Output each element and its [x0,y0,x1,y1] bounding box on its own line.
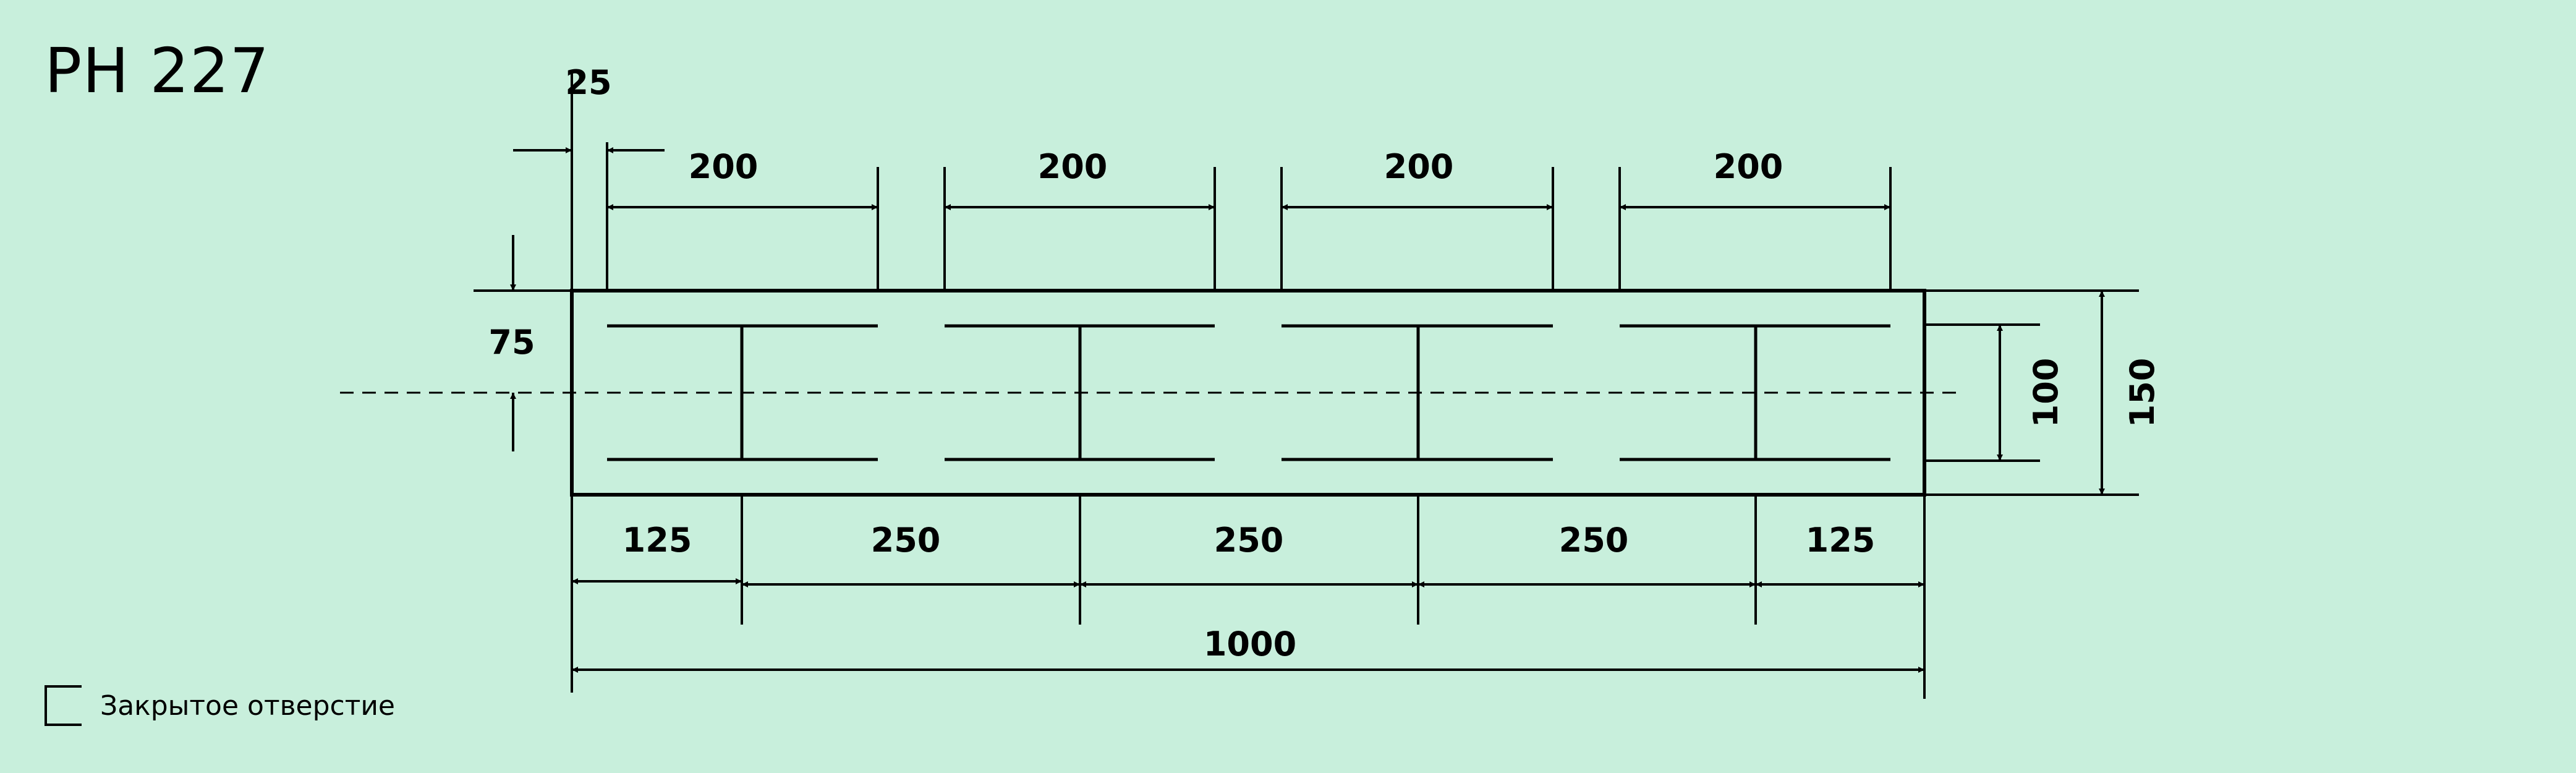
slot-group [607,324,1890,461]
dimension-lines [510,147,2105,673]
extension-lines [474,71,2139,699]
slot-1 [607,324,878,461]
legend: Закрытое отверстие [45,685,395,726]
dim-total-length: 1000 [1204,625,1296,664]
dim-inner-height: 100 [2026,358,2065,428]
legend-label: Закрытое отверстие [100,690,395,722]
page-title: PH 227 [45,35,270,107]
dim-bottom-2: 250 [871,521,941,560]
slot-4 [1620,324,1890,461]
dim-left-offset: 75 [488,323,535,362]
dim-top-slot-1: 200 [689,147,759,186]
dim-total-height: 150 [2123,358,2162,428]
slot-3 [1282,324,1553,461]
plate-outline [570,289,1926,497]
closed-hole-icon [45,685,82,726]
dim-bottom-1: 125 [623,521,692,560]
dim-top-slot-4: 200 [1714,147,1783,186]
dim-bottom-4: 250 [1559,521,1629,560]
dim-top-slot-3: 200 [1384,147,1454,186]
slot-2 [945,324,1215,461]
dim-bottom-5: 125 [1806,521,1876,560]
dim-top-offset: 25 [565,63,611,102]
dim-bottom-3: 250 [1214,521,1284,560]
dim-top-slot-2: 200 [1038,147,1108,186]
